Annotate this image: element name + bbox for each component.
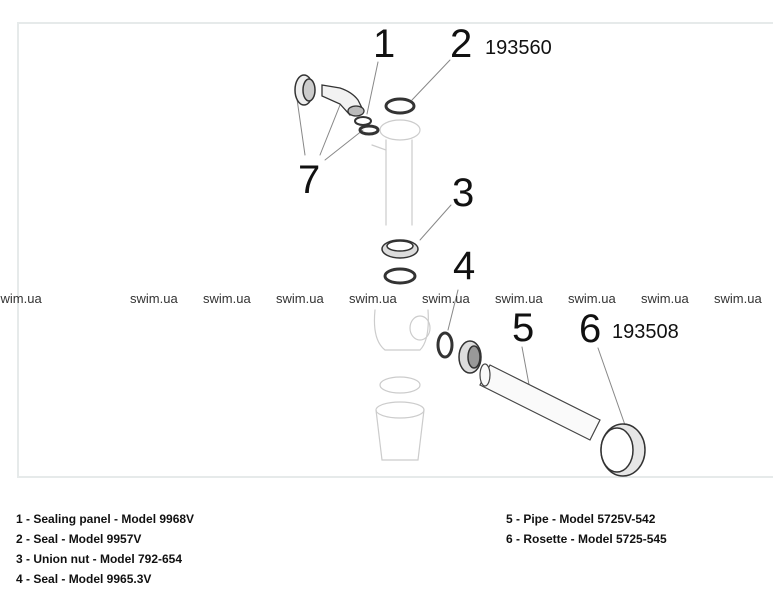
union-nut-side-icon [458,340,482,374]
part-code-6: 193508 [612,321,679,343]
diagram-frame [17,22,773,478]
callout-5: 5 [512,306,535,350]
callout-6: 6 [579,307,602,351]
callout-3: 3 [452,171,475,215]
watermark: swim.ua [422,291,470,306]
watermark: swim.ua [349,291,397,306]
watermark: swim.ua [641,291,689,306]
callout-7: 7 [298,158,321,202]
seal-under-nut-icon [383,267,417,285]
legend-item: 5 - Pipe - Model 5725V-542 [506,512,656,526]
callout-4: 4 [453,244,476,288]
siphon-body-outline [371,119,431,461]
watermark: swim.ua [495,291,543,306]
watermark: swim.ua [276,291,324,306]
legend-item: 6 - Rosette - Model 5725-545 [506,532,667,546]
callout-2: 2 [450,22,473,66]
part-code-2: 193560 [485,37,552,59]
union-nut-top-icon [294,74,316,106]
parts-legend-right: 5 - Pipe - Model 5725V-542 6 - Rosette -… [506,509,667,549]
parts-legend-left: 1 - Sealing panel - Model 9968V 2 - Seal… [16,509,194,589]
seal-7-icon [358,124,380,136]
elbow-connector-icon [321,84,365,117]
callout-1: 1 [373,22,396,66]
seal-2-icon [384,97,416,115]
union-nut-3-icon [381,239,419,259]
legend-item: 2 - Seal - Model 9957V [16,532,142,546]
rosette-6-icon [600,423,646,477]
watermark: swim.ua [130,291,178,306]
watermark: swim.ua [0,291,42,306]
watermark: swim.ua [203,291,251,306]
seal-1-icon [354,116,372,126]
watermark: swim.ua [714,291,762,306]
pipe-5-icon [479,363,601,441]
seal-4-icon [436,331,454,359]
legend-item: 3 - Union nut - Model 792-654 [16,552,183,566]
leader-lines [295,59,626,426]
legend-item: 1 - Sealing panel - Model 9968V [16,512,195,526]
watermark: swim.ua [568,291,616,306]
legend-item: 4 - Seal - Model 9965.3V [16,572,152,586]
